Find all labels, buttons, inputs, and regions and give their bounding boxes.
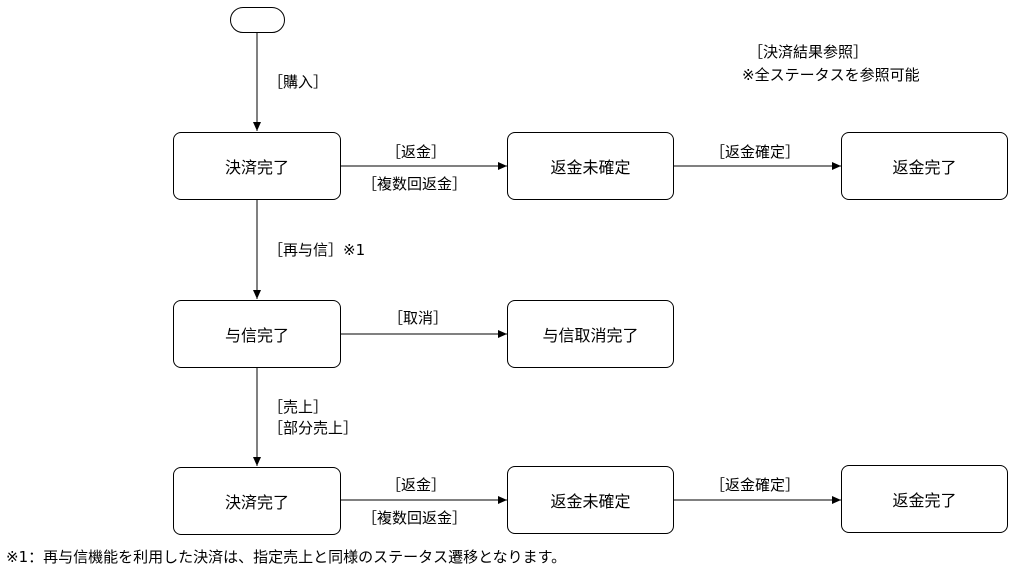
- label-refund-confirm-2: ［返金確定］: [710, 476, 801, 494]
- node-yoshin-kanryo: 与信完了: [173, 300, 341, 368]
- label-purchase: ［購入］: [268, 73, 329, 91]
- footnote: ※1：再与信機能を利用した決済は、指定売上と同様のステータス遷移となります。: [6, 548, 567, 566]
- node-henkin-mikakutei-2: 返金未確定: [507, 466, 674, 534]
- label-refund-confirm-1: ［返金確定］: [710, 143, 801, 161]
- label-refund-1: ［返金］: [386, 143, 447, 161]
- label-multi-refund-1: ［複数回返金］: [362, 175, 468, 193]
- note-reference-title: ［決済結果参照］: [748, 43, 869, 61]
- label-reauth: ［再与信］※1: [268, 241, 366, 259]
- note-reference-body: ※全ステータスを参照可能: [742, 66, 920, 84]
- node-yoshin-torikeshi-kanryo: 与信取消完了: [507, 300, 674, 368]
- label-refund-2: ［返金］: [386, 476, 447, 494]
- start-node: [230, 7, 285, 33]
- node-henkin-mikakutei-1: 返金未確定: [507, 132, 674, 200]
- label-cancel: ［取消］: [388, 309, 449, 327]
- label-sales: ［売上］: [268, 398, 329, 416]
- node-kessai-kanryo-2: 決済完了: [173, 467, 341, 535]
- node-henkin-kanryo-2: 返金完了: [841, 465, 1008, 533]
- node-henkin-kanryo-1: 返金完了: [841, 132, 1008, 200]
- node-kessai-kanryo-1: 決済完了: [173, 132, 341, 200]
- label-partial-sales: ［部分売上］: [268, 419, 359, 437]
- label-multi-refund-2: ［複数回返金］: [362, 509, 468, 527]
